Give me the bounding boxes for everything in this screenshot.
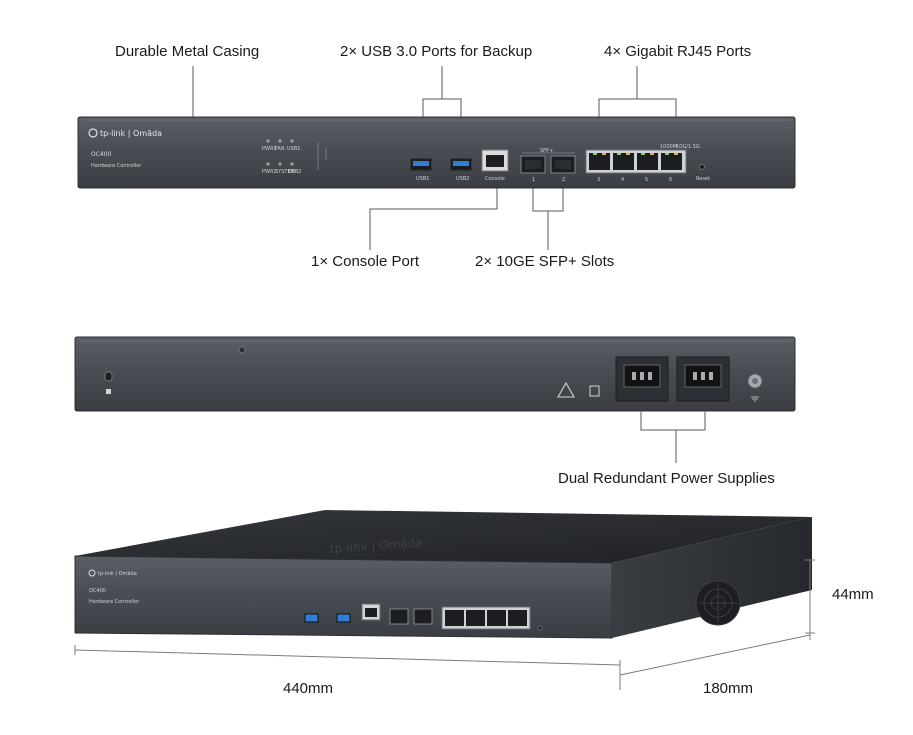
front-view-device: tp-link | Omāda OC400 Hardware Controlle… xyxy=(77,116,796,189)
width-dimension: 440mm xyxy=(283,680,334,697)
rj45-port-4 xyxy=(613,153,634,170)
perspective-model-label: OC400 xyxy=(89,588,106,594)
rear-callout-lines xyxy=(640,411,706,463)
usb-label-2: USB2 xyxy=(456,176,469,182)
rj45-header-10g: 10G/1.5G xyxy=(676,144,700,150)
power-callout: Dual Redundant Power Supplies xyxy=(558,470,775,487)
sfp-label-1: 1 xyxy=(532,177,535,183)
perspective-usb-1 xyxy=(304,613,319,623)
led-label-pwr1: PWR1 xyxy=(262,146,277,152)
rj45-port-6 xyxy=(661,153,682,170)
led-label-usb2: USB2 xyxy=(288,169,301,175)
front-subtitle-label: Hardware Controller xyxy=(91,163,142,169)
reset-label: Reset xyxy=(696,176,710,182)
rj45-port-3 xyxy=(589,153,610,170)
warning-icon xyxy=(557,381,575,398)
led-label-usb1: USB1 xyxy=(287,146,300,152)
perspective-sfp-1 xyxy=(389,608,409,625)
sfp-label-2: 2 xyxy=(562,177,565,183)
svg-text:tp-link | Omāda: tp-link | Omāda xyxy=(329,536,423,556)
ground-icon xyxy=(751,396,759,402)
perspective-subtitle-label: Hardware Controller xyxy=(89,599,140,605)
console-callout: 1× Console Port xyxy=(311,253,419,270)
rj45-ports xyxy=(585,149,687,174)
casing-callout: Durable Metal Casing xyxy=(115,43,260,60)
rj45-label-6: 6 xyxy=(669,177,672,183)
console-label: Console xyxy=(485,176,505,182)
usb-label-1: USB1 xyxy=(416,176,429,182)
lock-icon xyxy=(106,389,111,394)
status-leds: PWR1 FAN USB1 PWR2 SYSTEM USB2 xyxy=(262,139,327,175)
perspective-brand-label: tp-link | Omāda xyxy=(98,571,137,577)
usb-callout: 2× USB 3.0 Ports for Backup xyxy=(340,43,533,60)
perspective-usb-2 xyxy=(336,613,351,623)
perspective-view-device: tp-link | Omāda tp-link | Omāda OC400 Ha… xyxy=(74,510,812,639)
rj45-callout: 4× Gigabit RJ45 Ports xyxy=(604,43,752,60)
rear-screw xyxy=(238,346,246,354)
manual-icon xyxy=(589,385,600,397)
depth-dimension: 180mm xyxy=(703,680,754,697)
perspective-sfp-2 xyxy=(413,608,433,625)
rear-view-device xyxy=(74,336,796,412)
front-model-label: OC400 xyxy=(91,151,112,158)
rj45-label-4: 4 xyxy=(621,177,624,183)
led-label-fan: FAN xyxy=(275,146,285,152)
led-label-pwr2: PWR2 xyxy=(262,169,277,175)
front-brand-label: tp-link | Omāda xyxy=(100,129,162,138)
led-label-system: SYSTEM xyxy=(275,169,295,175)
rj45-label-5: 5 xyxy=(645,177,648,183)
tp-link-logo-icon xyxy=(88,128,98,138)
rj45-header-1000m: 1000M xyxy=(660,144,677,150)
height-dimension: 44mm xyxy=(832,586,874,603)
reset-button xyxy=(699,164,705,170)
dimension-lines xyxy=(74,559,815,690)
security-lock-slot xyxy=(104,371,113,382)
sfp-callout: 2× 10GE SFP+ Slots xyxy=(475,253,615,270)
rj45-label-3: 3 xyxy=(597,177,600,183)
sfp-header-label: SFP+ xyxy=(540,148,553,154)
rj45-port-5 xyxy=(637,153,658,170)
